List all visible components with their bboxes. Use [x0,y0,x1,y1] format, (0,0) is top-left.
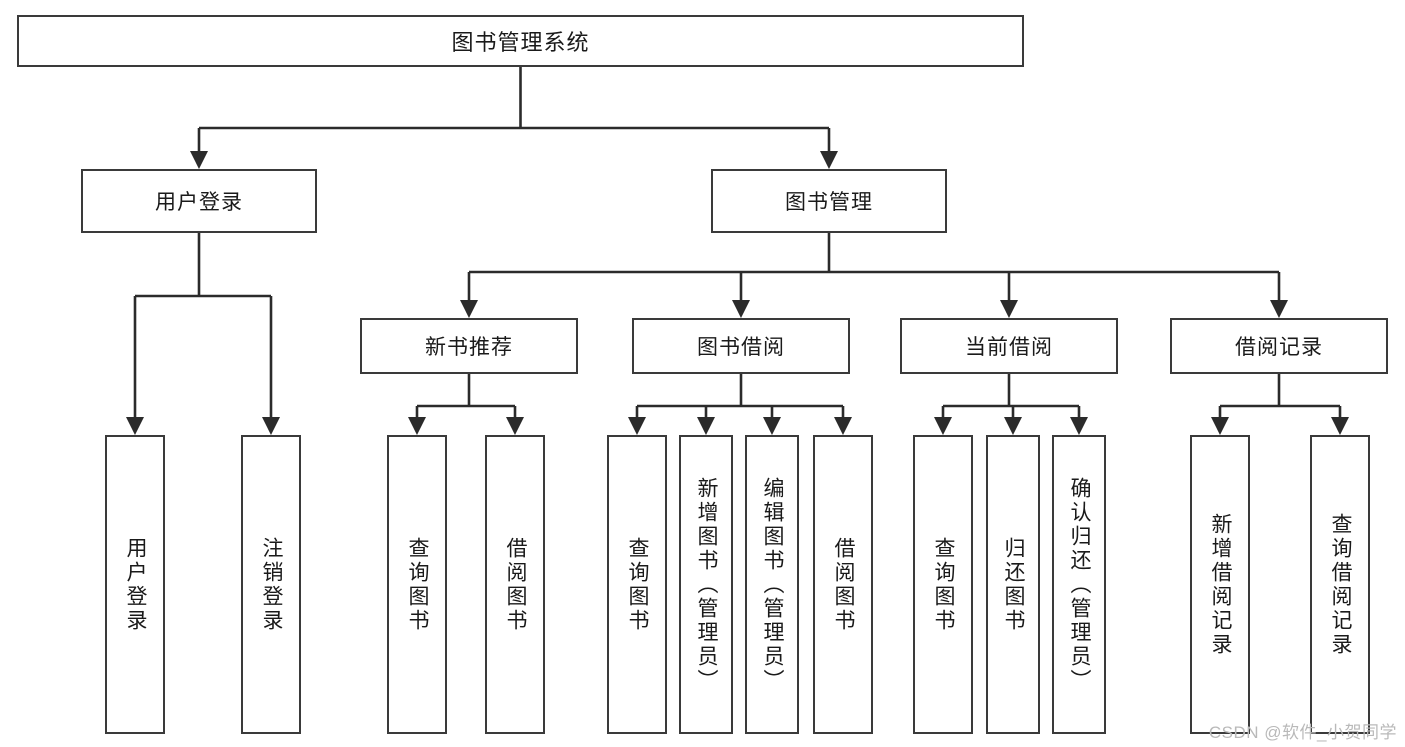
node-label: 当前借阅 [965,336,1053,359]
node-l3-3[interactable]: 借阅记录 [1170,318,1388,374]
node-label: 用户登录 [124,536,148,633]
node-label: 新书推荐 [425,336,513,359]
node-label: 借阅记录 [1235,336,1323,359]
node-label: 归还图书 [1002,536,1026,633]
node-leaf-9[interactable]: 归还图书 [986,435,1040,734]
node-leaf-12[interactable]: 查询借阅记录 [1310,435,1370,734]
node-label: 借阅图书 [832,536,856,633]
node-leaf-7[interactable]: 借阅图书 [813,435,873,734]
node-label: 注销登录 [260,536,284,633]
node-label: 查询图书 [406,536,430,633]
node-leaf-3[interactable]: 借阅图书 [485,435,545,734]
node-leaf-11[interactable]: 新增借阅记录 [1190,435,1250,734]
node-label: 确认归还（管理员） [1068,476,1092,693]
node-leaf-0[interactable]: 用户登录 [105,435,165,734]
node-leaf-10[interactable]: 确认归还（管理员） [1052,435,1106,734]
node-label: 借阅图书 [504,536,528,633]
node-l2-1[interactable]: 图书管理 [711,169,947,233]
node-label: 图书管理 [785,191,873,214]
node-leaf-1[interactable]: 注销登录 [241,435,301,734]
node-leaf-2[interactable]: 查询图书 [387,435,447,734]
node-label: 查询图书 [626,536,650,633]
node-l3-2[interactable]: 当前借阅 [900,318,1118,374]
node-leaf-8[interactable]: 查询图书 [913,435,973,734]
node-root-system[interactable]: 图书管理系统 [17,15,1024,67]
csdn-watermark: CSDN @软件_小贺同学 [1208,723,1397,742]
node-leaf-5[interactable]: 新增图书（管理员） [679,435,733,734]
node-leaf-4[interactable]: 查询图书 [607,435,667,734]
node-label: 查询图书 [932,536,956,633]
node-label: 图书借阅 [697,336,785,359]
node-label: 新增图书（管理员） [695,476,719,693]
node-l2-0[interactable]: 用户登录 [81,169,317,233]
node-leaf-6[interactable]: 编辑图书（管理员） [745,435,799,734]
node-l3-1[interactable]: 图书借阅 [632,318,850,374]
node-l3-0[interactable]: 新书推荐 [360,318,578,374]
node-label: 用户登录 [155,191,243,214]
node-label: 查询借阅记录 [1329,512,1353,657]
node-label: 图书管理系统 [451,30,590,55]
node-label: 新增借阅记录 [1209,512,1233,657]
node-label: 编辑图书（管理员） [761,476,785,693]
